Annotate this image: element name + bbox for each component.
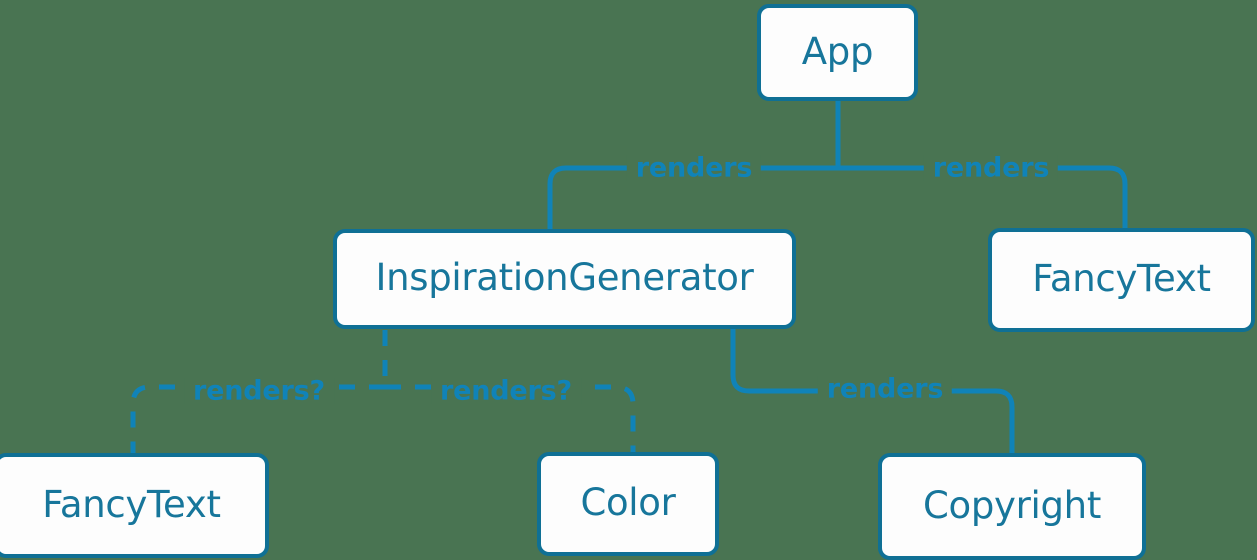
node-fancytext-left-label: FancyText (42, 482, 221, 526)
node-inspiration-generator[interactable]: InspirationGenerator (333, 229, 796, 329)
edge-label-app-to-fancytext-right: renders (923, 154, 1059, 182)
edge-label-inspiration-generator-to-copyright: renders (817, 375, 953, 403)
edge-label-app-to-inspiration-generator: renders (626, 154, 762, 182)
node-fancytext-left[interactable]: FancyText (0, 453, 269, 558)
edge-app-to-inspiration-generator (547, 165, 838, 231)
node-color[interactable]: Color (537, 452, 719, 556)
node-fancytext-right-label: FancyText (1032, 257, 1211, 300)
node-copyright[interactable]: Copyright (878, 453, 1146, 560)
node-color-label: Color (580, 481, 676, 524)
node-copyright-label: Copyright (922, 483, 1102, 527)
node-app[interactable]: App (757, 4, 918, 101)
edge-inspiration-generator-to-fancytext-left (130, 384, 385, 455)
edge-label-inspiration-generator-to-color: renders? (431, 377, 581, 405)
edge-label-inspiration-generator-to-fancytext-left: renders? (184, 377, 334, 405)
node-app-label: App (801, 29, 874, 73)
edge-inspiration-generator-to-color (385, 384, 636, 455)
edge-app-to-fancytext-right (838, 165, 1128, 230)
node-fancytext-right[interactable]: FancyText (988, 228, 1255, 332)
node-inspiration-generator-label: InspirationGenerator (375, 256, 754, 299)
